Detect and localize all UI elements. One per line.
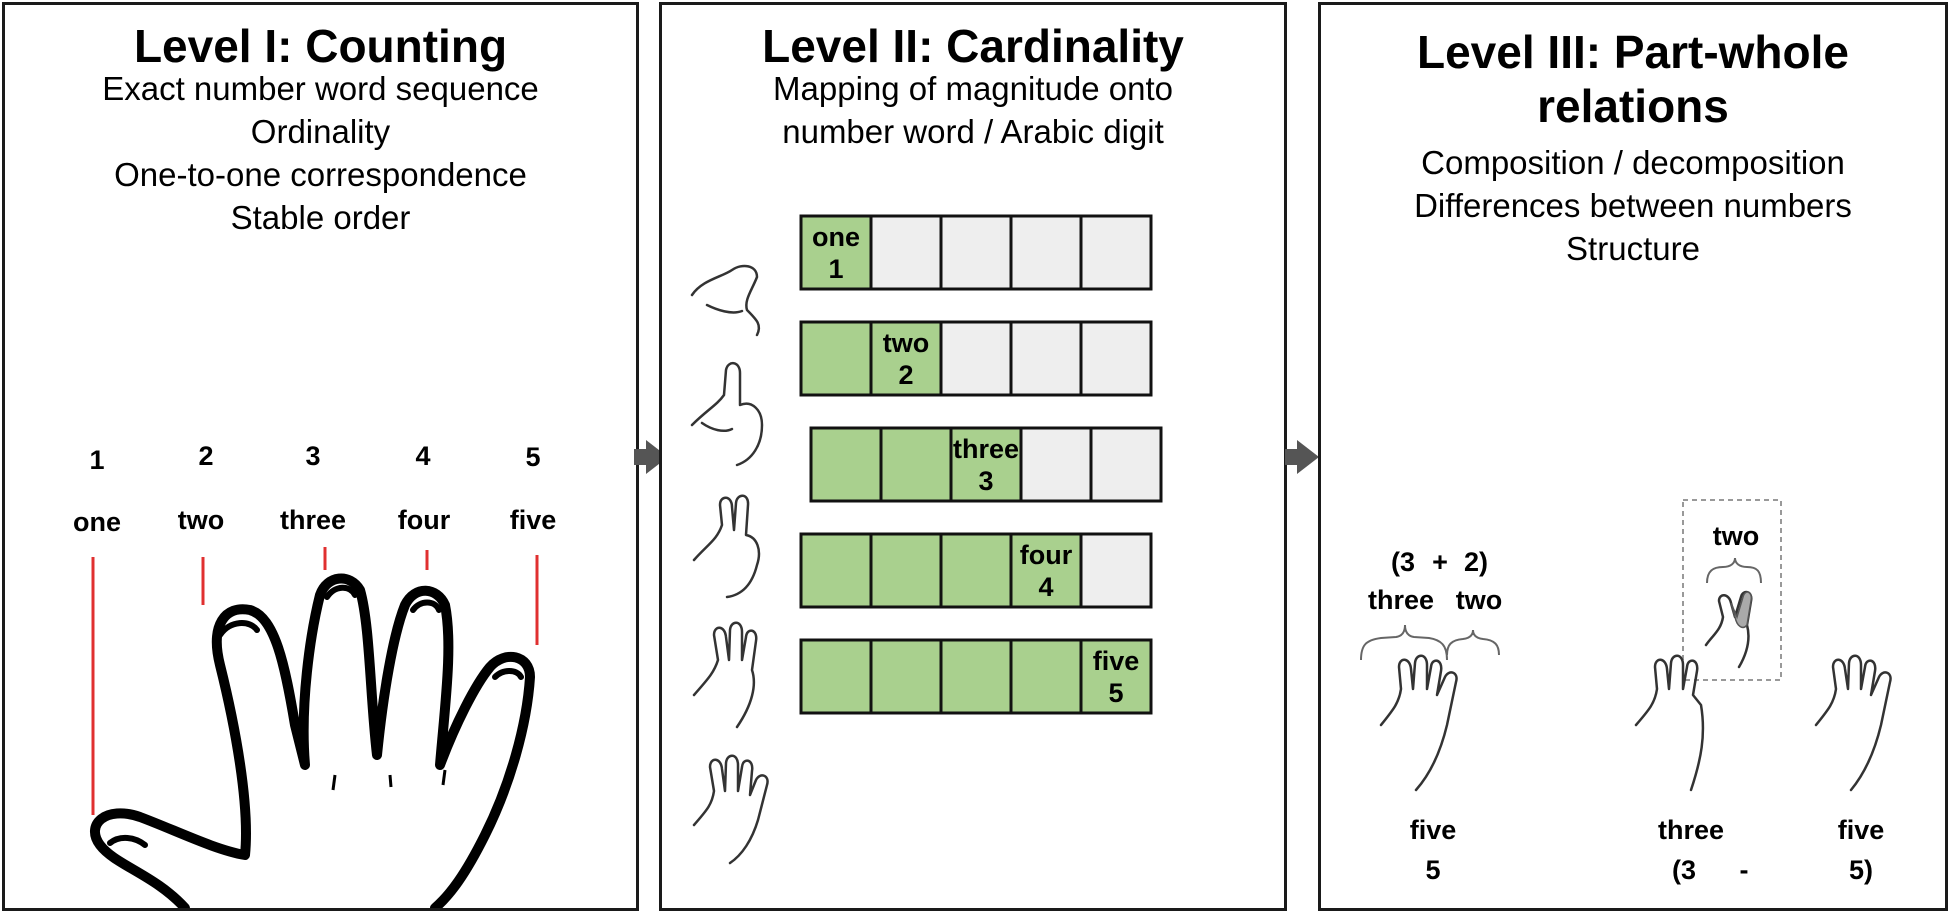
hand-icon [690,362,764,467]
grid-cell [799,214,873,291]
compare-open: (3 [1671,855,1696,885]
cell-word: five [1093,646,1140,676]
panel-2-line-1: Mapping of magnitude onto [773,70,1173,107]
hand-icon [692,754,769,865]
grid-cell [869,532,943,609]
panel-level-2: Level II: Cardinality Mapping of magnitu… [659,2,1287,911]
panel-1-title: Level I: Counting [133,20,508,72]
grid-cell [1009,320,1083,397]
panel-1-line-3: One-to-one correspondence [114,156,527,193]
panel-3-title-line-2: relations [1537,80,1729,132]
grid-cell [1079,532,1153,609]
panel-1-line-4: Stable order [230,199,411,236]
compare-close: 5) [1848,855,1873,885]
compare-minus: - [1739,855,1749,885]
grid-cell [799,532,873,609]
arrow-right-icon [1285,440,1319,474]
grid-cell [1079,214,1153,291]
grid-cell [869,320,943,397]
count-word: one [72,507,121,537]
cell-word: two [883,328,930,358]
grid-cell [799,638,873,715]
grid-cell [869,638,943,715]
cell-digit: 5 [1108,678,1123,708]
panel-level-1: Level I: Counting Exact number word sequ… [2,2,639,911]
total-word: five [1409,815,1457,845]
hand-icon [90,573,535,908]
hand-icon [692,621,758,729]
panel-3-line-1: Composition / decomposition [1421,144,1845,181]
count-word: five [509,505,557,535]
highlighted-fingers [1730,591,1753,629]
total-digit: 5 [1425,855,1441,885]
grid-cell [799,320,873,397]
grid-cell [1079,320,1153,397]
count-digit: 1 [89,445,105,475]
counting-hand-illustration [90,547,539,908]
count-digit: 3 [305,441,321,471]
panel-1-line-1: Exact number word sequence [102,70,539,107]
grid-cell [1009,214,1083,291]
difference-word: two [1712,521,1760,551]
expr-close: 2) [1463,547,1488,577]
compare-word-right: five [1837,815,1885,845]
grid-cell [869,214,943,291]
curly-brace-icon [1360,557,1762,661]
part-word: two [1455,585,1503,615]
count-word: two [177,505,225,535]
hand-icon [692,494,761,599]
panel-2-title: Level II: Cardinality [762,20,1184,72]
count-word: three [279,505,347,535]
hand-icon [690,264,761,337]
expr-open: (3 [1390,547,1415,577]
cell-word: three [953,434,1019,464]
cell-digit: 4 [1038,572,1053,602]
cell-word: four [1020,540,1073,570]
panel-3-line-3: Structure [1566,230,1700,267]
part-word: three [1367,585,1435,615]
panel-2-line-2: number word / Arabic digit [782,113,1164,150]
hand-icon [1634,654,1705,792]
grid-cell [939,214,1013,291]
grid-cell [1009,638,1083,715]
panel-1-line-2: Ordinality [250,113,391,150]
grid-cell [1009,532,1083,609]
count-digit: 4 [415,441,431,471]
grid-cell [1079,638,1153,715]
cell-word: one [812,222,860,252]
grid-cell [939,638,1013,715]
grid-cell [939,532,1013,609]
part-whole-illustrations [1360,499,1892,792]
expr-plus: + [1432,547,1448,577]
panel-level-3: Level III: Part-whole relations Composit… [1318,2,1948,911]
grid-cell [1019,426,1093,503]
compare-word-left: three [1657,815,1725,845]
panel-3-line-2: Differences between numbers [1414,187,1852,224]
highlight-box [1682,499,1782,681]
cell-digit: 2 [898,360,913,390]
grid-cell [949,426,1023,503]
hand-icon [1379,654,1458,792]
count-digit: 2 [198,441,214,471]
count-digit: 5 [525,442,541,472]
grid-cell [1089,426,1163,503]
hand-icon [1814,654,1892,792]
count-word: four [397,505,451,535]
cell-digit: 3 [978,466,993,496]
grid-cell [939,320,1013,397]
panel-3-title-line-1: Level III: Part-whole [1417,26,1849,78]
grid-cell [879,426,953,503]
cell-digit: 1 [828,254,843,284]
grid-cell [809,426,883,503]
